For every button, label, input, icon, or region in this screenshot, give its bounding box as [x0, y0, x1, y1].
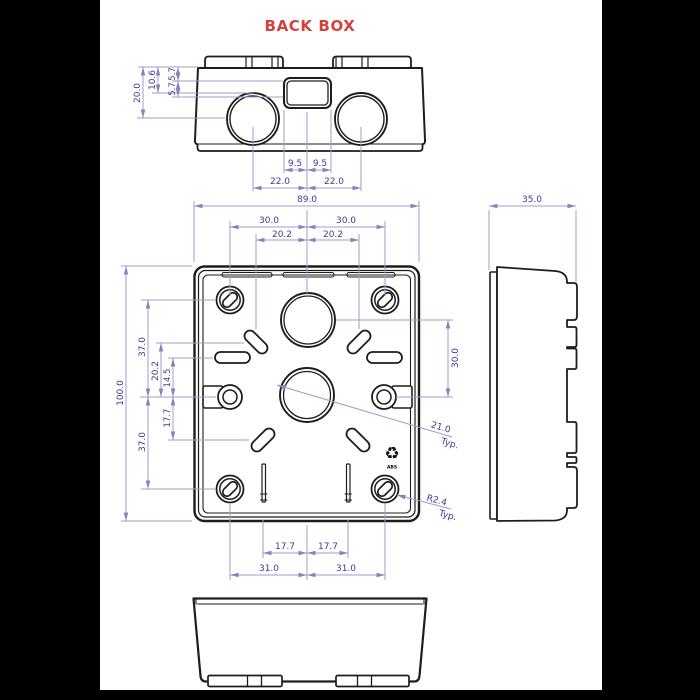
leader-radius-suffix: Typ. — [437, 509, 458, 524]
horizontal-slot — [214, 351, 251, 364]
dim-label: 5.7 — [168, 67, 178, 81]
corner-boss-top-right — [370, 285, 400, 315]
bottom-rib — [345, 463, 351, 503]
side-view — [489, 266, 578, 522]
dim-label: 20.0 — [133, 83, 143, 103]
bottom-view-body — [192, 597, 428, 683]
dim-label: 22.0 — [270, 177, 290, 187]
dim-label: 30.0 — [259, 216, 279, 226]
dim-label: 5.7 — [168, 82, 178, 96]
abs-recycle-icon: ♻ — [384, 444, 399, 464]
side-profile — [496, 266, 578, 522]
dim-label: 9.5 — [313, 159, 327, 169]
top-wall-slot — [282, 271, 335, 278]
diagonal-slot — [345, 427, 371, 453]
bottom-foot-right — [335, 674, 410, 688]
dim-label: 10.6 — [148, 70, 158, 90]
dim-label: 30.0 — [451, 348, 461, 368]
dim-label: 22.0 — [324, 177, 344, 187]
bottom-view — [192, 597, 428, 688]
diagonal-slot — [243, 329, 269, 355]
corner-boss-top-left — [215, 285, 245, 315]
diagonal-slot — [346, 329, 372, 355]
top-wall-slot — [346, 271, 396, 278]
page-mask-left — [0, 0, 100, 700]
page-mask-bottom — [0, 690, 700, 700]
side-flange — [489, 271, 498, 520]
right-ear-tab — [332, 55, 412, 68]
dim-label: 31.0 — [336, 564, 356, 574]
bottom-rib — [261, 463, 267, 503]
diameter-leader-line — [276, 384, 453, 438]
top-view — [193, 55, 427, 152]
dim-label: 14.5 — [163, 369, 173, 388]
abs-material-label: ABS — [387, 465, 397, 471]
top-view-base-lip — [196, 144, 424, 152]
leader-diameter-suffix: Typ. — [439, 436, 460, 451]
side-boss-left — [202, 384, 243, 410]
dim-label: 20.2 — [272, 230, 292, 240]
dim-label: 100.0 — [116, 380, 126, 406]
page-mask-right — [602, 0, 700, 700]
bottom-foot-left — [207, 674, 283, 688]
dim-label: 17.7 — [318, 542, 338, 552]
dim-label: 20.2 — [323, 230, 343, 240]
dim-label: 37.0 — [138, 432, 148, 452]
dim-label: 20.2 — [151, 361, 161, 381]
corner-boss-bottom-left — [215, 474, 245, 504]
side-view-dimensions: 35.0 — [488, 195, 577, 283]
top-wall-slot — [221, 271, 273, 278]
horizontal-slot — [366, 351, 403, 364]
dim-label: 9.5 — [288, 159, 302, 169]
corner-boss-bottom-right — [370, 474, 400, 504]
dim-label: 35.0 — [522, 195, 542, 205]
left-ear-tab — [204, 55, 284, 68]
dim-label: 17.7 — [275, 542, 295, 552]
dim-label: 30.0 — [336, 216, 356, 226]
page-title: BACK BOX — [265, 17, 356, 35]
leader-radius-label: R2.4 — [425, 494, 448, 509]
front-view: ♻ ABS — [193, 265, 421, 523]
radius-leader-line — [396, 494, 452, 510]
top-view-dimensions: 20.0 10.6 5.7 5.7 9.5 9.5 22.0 22.0 — [133, 66, 362, 191]
dim-label: 31.0 — [259, 564, 279, 574]
front-view-dimensions: 89.0 30.0 30.0 20.2 20.2 100.0 37.0 37.0… — [116, 195, 461, 580]
diagonal-slot — [250, 427, 276, 453]
dim-label: 37.0 — [138, 337, 148, 357]
dim-label: 17.7 — [163, 409, 173, 428]
dim-label: 89.0 — [297, 195, 317, 205]
